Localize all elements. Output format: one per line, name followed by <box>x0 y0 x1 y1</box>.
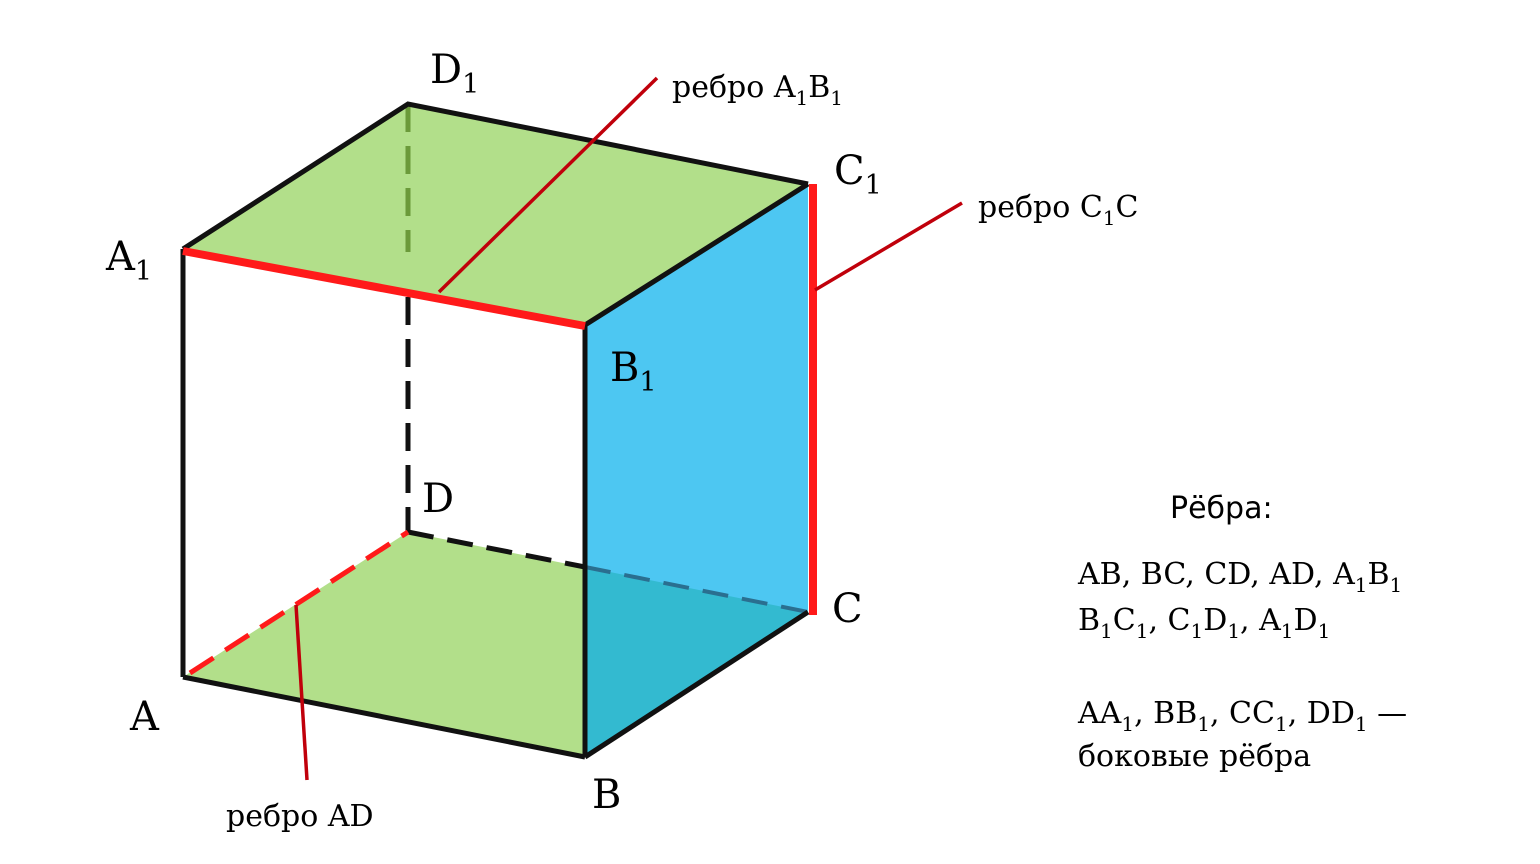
legend-base-edges-line1: AB, BC, CD, AD, A1B1 <box>1077 557 1402 597</box>
vertex-label-d1: D1 <box>430 47 479 100</box>
vertex-label-a: A <box>129 694 160 740</box>
legend-base-edges-line2: B1C1, C1D1, A1D1 <box>1078 603 1330 643</box>
leader-c1c <box>814 201 963 292</box>
callout-edge-ad: ребро AD <box>226 799 374 834</box>
face-overlap-region <box>585 567 808 757</box>
edge-bc <box>583 609 810 760</box>
callout-edge-a1b1: ребро A1B1 <box>672 70 843 110</box>
legend-lateral-edges-line2: боковые рёбра <box>1078 739 1311 774</box>
vertex-label-d: D <box>422 476 454 522</box>
callout-edge-c1c: ребро C1C <box>978 190 1139 230</box>
edge-ad-highlighted <box>188 529 410 676</box>
edge-a1b1-highlighted <box>182 247 586 330</box>
vertex-label-b1: B1 <box>610 345 657 398</box>
edge-dc-hidden <box>407 529 586 570</box>
edge-b1c1 <box>583 181 810 328</box>
vertex-label-c1: C1 <box>834 148 882 201</box>
edge-outline-visible <box>181 101 809 252</box>
legend-lateral-edges-line1: AA1, BB1, CC1, DD1 — <box>1077 696 1407 736</box>
face-top-a1b1c1d1 <box>183 104 808 325</box>
edge-ab <box>182 674 586 760</box>
leader-ad <box>294 604 309 781</box>
vertex-label-a1: A1 <box>105 234 152 287</box>
vertex-label-c: C <box>832 586 863 632</box>
vertex-label-b: B <box>592 772 621 818</box>
legend-title: Рёбра: <box>1170 491 1273 526</box>
leader-a1b1 <box>437 76 659 294</box>
